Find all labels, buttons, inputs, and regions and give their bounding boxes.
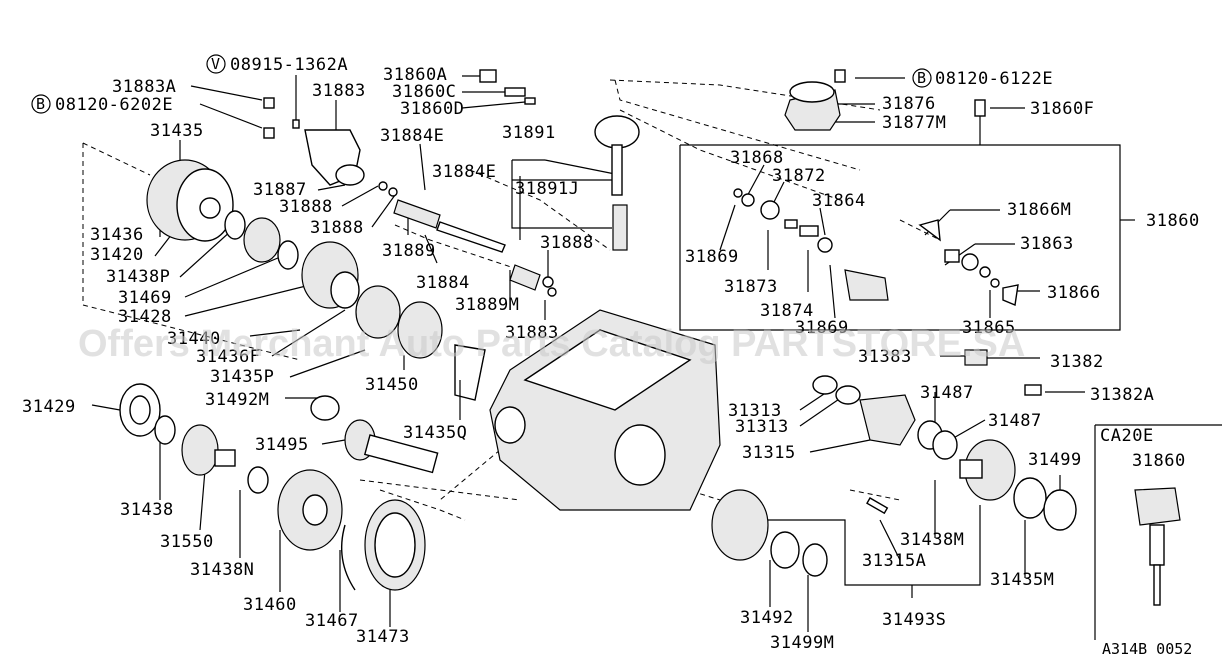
part-label: 31884 [416, 273, 470, 293]
part-label: 08120-6122E [935, 69, 1053, 89]
part-label: 31429 [22, 397, 76, 417]
part-label: 31884E [380, 126, 444, 146]
prefix-letter: B [36, 95, 45, 113]
diagram-reference-code: A314B 0052 [1102, 640, 1192, 658]
part-label: 31860 [1132, 451, 1186, 471]
part-label: 31420 [90, 245, 144, 265]
part-label: 31313 [735, 417, 789, 437]
part-label: 31493S [882, 610, 946, 630]
part-label: 31866 [1047, 283, 1101, 303]
prefix-circles [31, 54, 932, 114]
part-label: 31492M [205, 390, 269, 410]
part-label: 31883 [312, 81, 366, 101]
leader-lines [91, 75, 1085, 632]
part-labels: V B B 31883A 08915-1362A 08120-6202E 318… [22, 55, 1200, 658]
part-label: 31435P [210, 367, 274, 387]
part-label: 31499 [1028, 450, 1082, 470]
part-label: 31869 [795, 318, 849, 338]
part-label: 31438M [900, 530, 964, 550]
inset-title: CA20E [1100, 426, 1154, 446]
prefix-letter: V [211, 55, 220, 73]
part-label: 08915-1362A [230, 55, 348, 75]
part-label: 31869 [685, 247, 739, 267]
part-label: 31865 [962, 318, 1016, 338]
part-label: 31889 [382, 241, 436, 261]
part-label: 31873 [724, 277, 778, 297]
part-label: 31868 [730, 148, 784, 168]
part-label: 31864 [812, 191, 866, 211]
part-label: 31487 [920, 383, 974, 403]
part-label: 31891J [515, 179, 579, 199]
parts [119, 69, 1181, 606]
part-label: 31872 [772, 166, 826, 186]
part-label: 31499M [770, 633, 834, 653]
part-label: 31315 [742, 443, 796, 463]
part-label: 31313 [728, 401, 782, 421]
part-label: 31877M [882, 113, 946, 133]
part-label: 08120-6202E [55, 95, 173, 115]
part-label: 31438N [190, 560, 254, 580]
part-label: 31888 [310, 218, 364, 238]
part-label: 31883 [505, 323, 559, 343]
part-label: 31436 [90, 225, 144, 245]
part-label: 31860F [1030, 99, 1094, 119]
part-label: 31874 [760, 301, 814, 321]
part-label: 31382A [1090, 385, 1154, 405]
part-label: 31460 [243, 595, 297, 615]
part-label: 31469 [118, 288, 172, 308]
part-label: 31382 [1050, 352, 1104, 372]
part-label: 31860 [1146, 211, 1200, 231]
part-label: 31860D [400, 99, 464, 119]
part-label: 31436F [196, 347, 260, 367]
part-label: 31440 [167, 329, 221, 349]
part-label: 31492 [740, 608, 794, 628]
part-label: 31450 [365, 375, 419, 395]
bracket-boxes [511, 144, 1222, 640]
part-label: 31863 [1020, 234, 1074, 254]
part-label: 31866M [1007, 200, 1071, 220]
part-label: 31467 [305, 611, 359, 631]
part-label: 31888 [540, 233, 594, 253]
part-label: 31884E [432, 162, 496, 182]
part-label: 31435M [990, 570, 1054, 590]
part-label: 31383 [858, 347, 912, 367]
part-label: 31428 [118, 307, 172, 327]
part-label: 31435 [150, 121, 204, 141]
part-label: 31495 [255, 435, 309, 455]
part-label: 31550 [160, 532, 214, 552]
part-label: 31860C [392, 82, 456, 102]
part-label: 31487 [988, 411, 1042, 431]
part-label: 31438P [106, 267, 170, 287]
part-label: 31888 [279, 197, 333, 217]
part-label: 31891 [502, 123, 556, 143]
part-label: 31435Q [403, 423, 467, 443]
part-label: 31473 [356, 627, 410, 647]
part-label: 31883A [112, 77, 176, 97]
part-label: 31887 [253, 180, 307, 200]
part-label: 31438 [120, 500, 174, 520]
watermark: Offers Merchant Auto Parts Catalog PARTS… [78, 323, 1025, 365]
part-label: 31876 [882, 94, 936, 114]
part-label: 31860A [383, 65, 447, 85]
prefix-letter: B [917, 69, 926, 87]
part-label: 31315A [862, 551, 926, 571]
part-label: 31889M [455, 295, 519, 315]
